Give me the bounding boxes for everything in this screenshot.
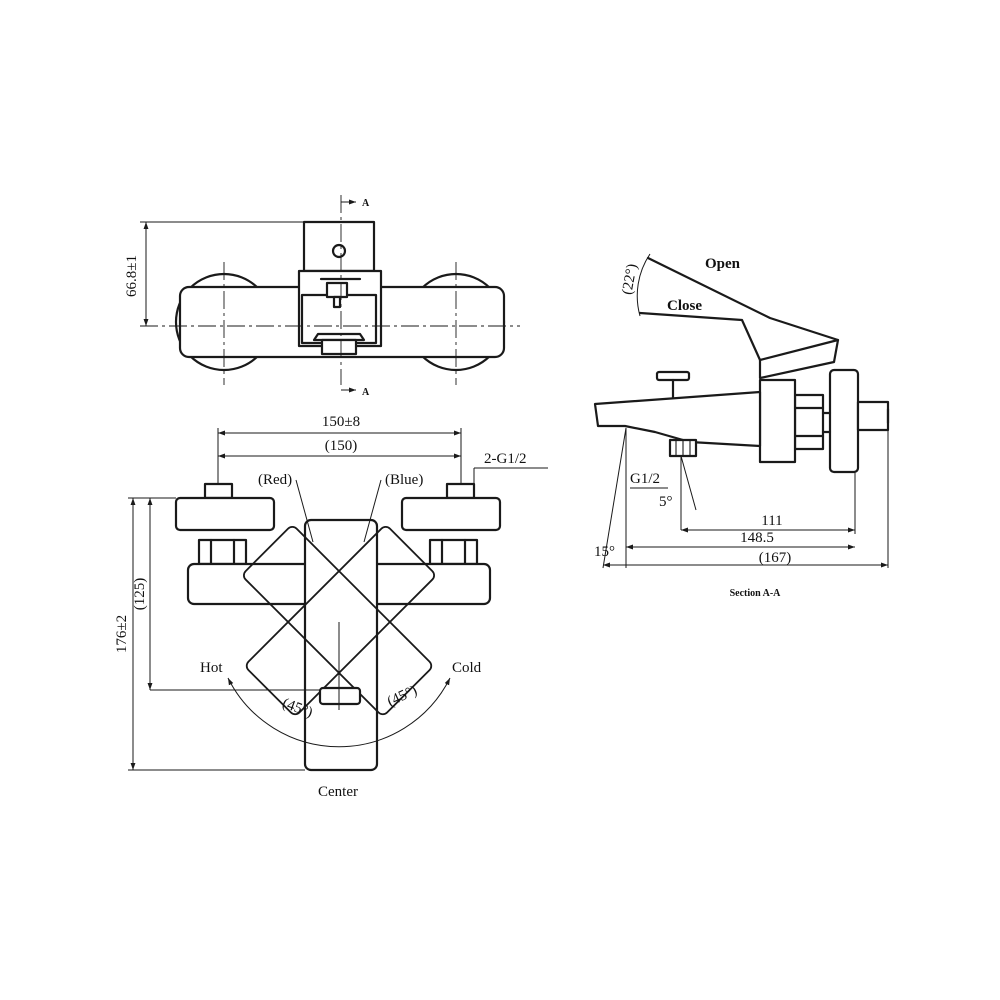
handle-angle: (22°) [619,263,640,296]
handle-angle-arc [636,253,651,317]
handle-hot-position [245,526,435,716]
spout-15deg-line [602,427,627,569]
spout [593,390,762,448]
inlet-left [203,482,234,500]
nut-right [428,538,479,566]
dim-c: (167) [759,550,792,566]
outlet-5deg-line [680,455,697,511]
red-leader [295,479,314,543]
blue-label: (Blue) [385,472,423,488]
section-caption: Section A-A [730,588,782,599]
height-overall: 176±2 [114,615,130,653]
width-overall: 150±8 [322,414,360,430]
diverter-stem [332,295,342,309]
height-ref: (125) [132,578,148,611]
outlet-thread: G1/2 [630,471,660,487]
handle-center [303,518,379,772]
wall-inlet [856,400,890,432]
handle-block [302,220,376,273]
handle-hole [331,243,347,259]
height-dim: 66.8±1 [124,255,140,297]
flange-left [174,496,276,532]
section-body [758,378,797,464]
front-view: 150±8 (150) 2-G1/2 (Red) (Blue) 176±2 (1… [114,414,548,800]
dim-a: 111 [761,513,782,529]
spout-front [318,686,362,706]
spout-angle: 15° [594,544,615,560]
wall-flange [828,368,860,474]
handle-closed [758,338,840,380]
width-ref: (150) [325,438,358,454]
angle-right: (45°) [385,683,420,711]
top-view: A A 66.8±1 [124,195,520,398]
open-label: Open [705,256,741,272]
diverter-knob [325,281,349,299]
center-label: Center [318,784,358,800]
handle-open-outline [646,256,840,342]
dim-b: 148.5 [740,530,774,546]
section-view: (22°) Open Close G1/2 5° 15° 111 148.5 (… [593,253,890,599]
blue-leader [363,479,382,543]
outlet-angle: 5° [659,494,673,510]
close-label: Close [667,298,702,314]
section-mark-top: A [362,198,370,209]
handle-close-outline [638,311,762,362]
flange-right [400,496,502,532]
thread-label: 2-G1/2 [484,451,527,467]
hot-label: Hot [200,660,223,676]
inlet-right [445,482,476,500]
rotation-arc [227,677,451,748]
outlet [320,338,358,356]
nut-left [197,538,248,566]
section-nut [793,393,825,451]
cold-label: Cold [452,660,482,676]
red-label: (Red) [258,472,292,488]
handle-cold-position [243,526,433,716]
diverter-knob-side [655,370,691,382]
section-mark-bottom: A [362,387,370,398]
